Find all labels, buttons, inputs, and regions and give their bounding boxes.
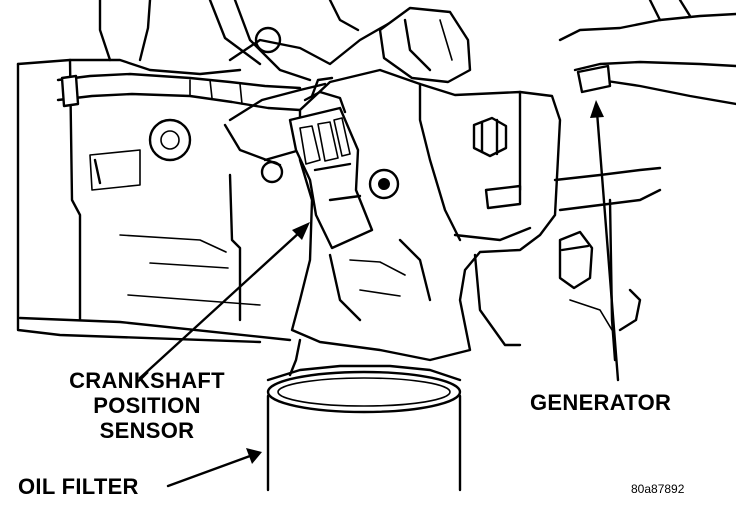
adapter-housing: [290, 68, 594, 362]
crankshaft-sensor-label: CRANKSHAFT POSITION SENSOR: [52, 368, 242, 443]
leader-arrows: [138, 100, 620, 488]
generator-label: GENERATOR: [530, 390, 672, 415]
figure-id: 80a87892: [631, 482, 685, 496]
oil-filter: [266, 338, 462, 492]
engine-block: [16, 58, 302, 344]
crankshaft-label-line1: CRANKSHAFT: [69, 368, 225, 393]
upper-bracket: [254, 0, 472, 84]
wiring-harness: [56, 0, 397, 167]
generator-area: [553, 0, 736, 362]
crankshaft-sensor: [288, 76, 400, 250]
crankshaft-label-line3: SENSOR: [99, 418, 195, 443]
crankshaft-label-line2: POSITION: [93, 393, 201, 418]
oil-filter-label: OIL FILTER: [18, 474, 139, 499]
